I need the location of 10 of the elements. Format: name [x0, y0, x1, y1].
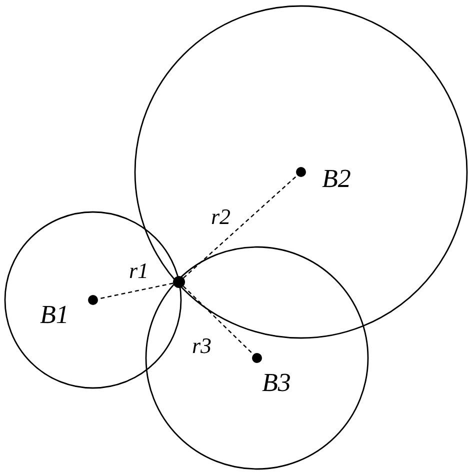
point-dot — [294, 165, 308, 179]
point-dot — [171, 274, 187, 290]
dashed-line — [183, 174, 298, 278]
dashed-line — [98, 282, 174, 300]
point-label: B2 — [322, 166, 351, 192]
point-dot — [86, 293, 100, 307]
dashed-line — [182, 286, 254, 355]
point-label: B1 — [40, 302, 69, 328]
point-dot — [250, 351, 264, 365]
point-label: B3 — [262, 370, 291, 396]
